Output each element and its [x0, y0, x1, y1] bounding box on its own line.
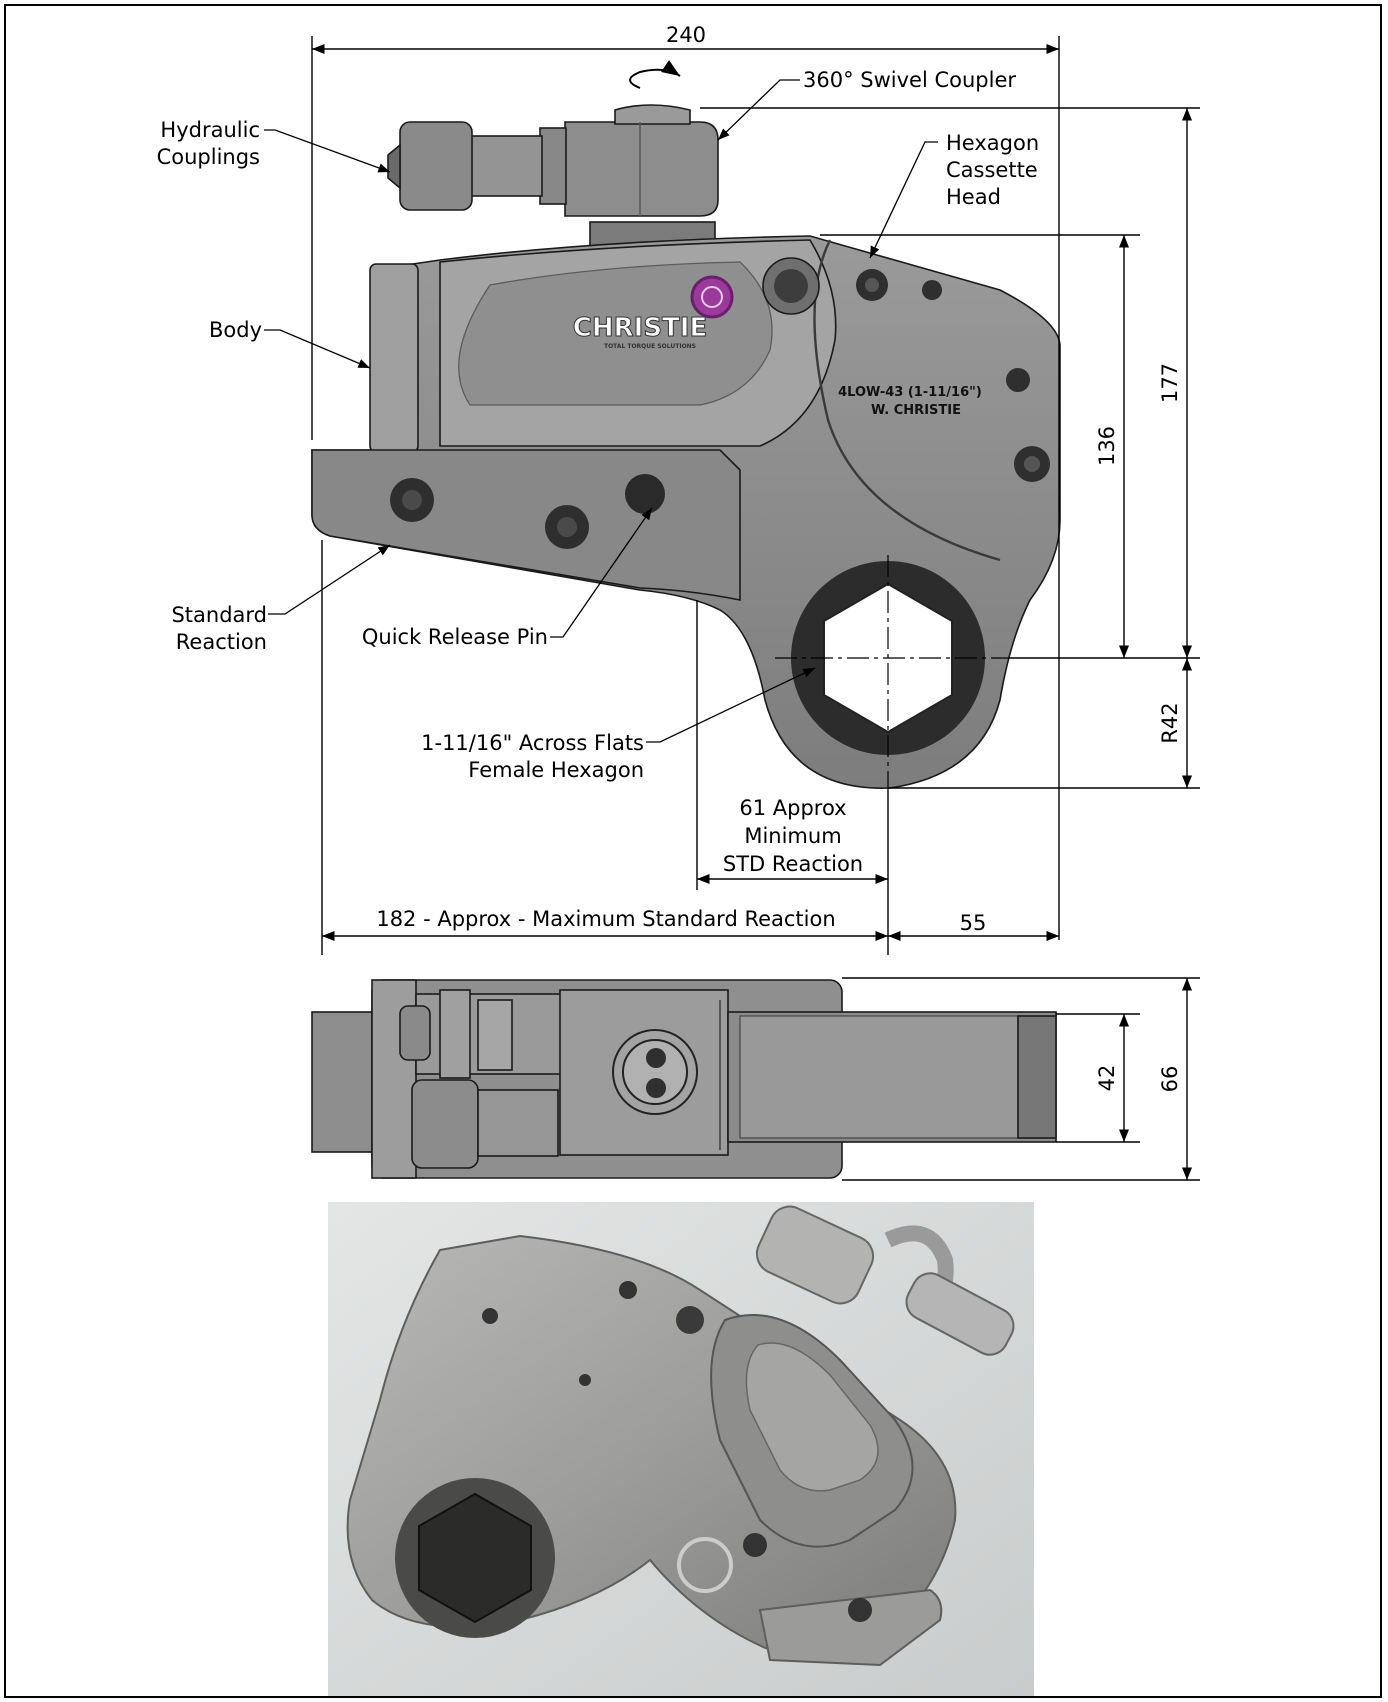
dim-min-reaction-1: 61 Approx — [739, 796, 846, 820]
dim-height-177: 177 — [1158, 363, 1182, 403]
callout-swivel-coupler: 360° Swivel Coupler — [803, 68, 1016, 92]
tool-plan-view — [311, 979, 1057, 1179]
quick-release-pin-head — [625, 474, 665, 514]
model-line-2: W. CHRISTIE — [871, 403, 961, 418]
callout-leaders — [264, 79, 938, 743]
callout-hex-head-1: Hexagon — [946, 131, 1039, 155]
dim-cassette-width: 42 — [1095, 1065, 1119, 1092]
cylinder-end — [369, 263, 419, 453]
dim-max-reaction: 182 - Approx - Maximum Standard Reaction — [376, 907, 835, 931]
callout-hydraulic-2: Couplings — [157, 145, 260, 169]
dim-overall-thickness: 66 — [1158, 1066, 1182, 1093]
callout-standard-reaction-2: Reaction — [176, 630, 267, 654]
callout-quick-release-pin: Quick Release Pin — [362, 625, 548, 649]
dimension-lines — [311, 36, 1200, 955]
callout-across-flats-2: Female Hexagon — [468, 758, 644, 782]
callout-body: Body — [209, 318, 262, 342]
callout-standard-reaction-1: Standard — [171, 603, 267, 627]
callout-across-flats-1: 1-11/16" Across Flats — [421, 731, 644, 755]
swivel-coupler — [564, 121, 719, 217]
logo-text: CHRISTIE — [573, 313, 707, 343]
tool-side-view: CHRISTIE TOTAL TORQUE SOLUTIONS 4LOW-43 … — [311, 104, 1061, 790]
callout-hydraulic-1: Hydraulic — [160, 118, 260, 142]
bolts — [390, 257, 1050, 549]
dim-radius: R42 — [1158, 702, 1182, 743]
hydraulic-coupling-nut — [399, 121, 473, 211]
callout-hex-head-2: Cassette — [946, 158, 1038, 182]
dim-min-reaction-2: Minimum — [744, 824, 841, 848]
product-photo — [328, 1202, 1034, 1696]
christie-logo: CHRISTIE TOTAL TORQUE SOLUTIONS — [572, 275, 734, 350]
model-line-1: 4LOW-43 (1-11/16") — [838, 385, 982, 400]
plan-dimension-lines — [842, 977, 1200, 1181]
rotation-arrow-icon — [629, 60, 681, 89]
photo-hydraulic-coupling — [905, 1272, 1015, 1356]
dim-overall-width: 240 — [666, 23, 706, 47]
dim-min-reaction-3: STD Reaction — [723, 852, 863, 876]
standard-reaction-arm — [311, 449, 741, 601]
photo-hex-opening — [418, 1492, 532, 1624]
swivel-cap — [614, 104, 691, 125]
dim-center-to-front: 55 — [960, 911, 987, 935]
dim-height-136: 136 — [1095, 426, 1119, 466]
callout-hex-head-3: Head — [946, 185, 1001, 209]
photo-quick-release-ring — [677, 1537, 733, 1593]
logo-tagline: TOTAL TORQUE SOLUTIONS — [604, 343, 696, 350]
